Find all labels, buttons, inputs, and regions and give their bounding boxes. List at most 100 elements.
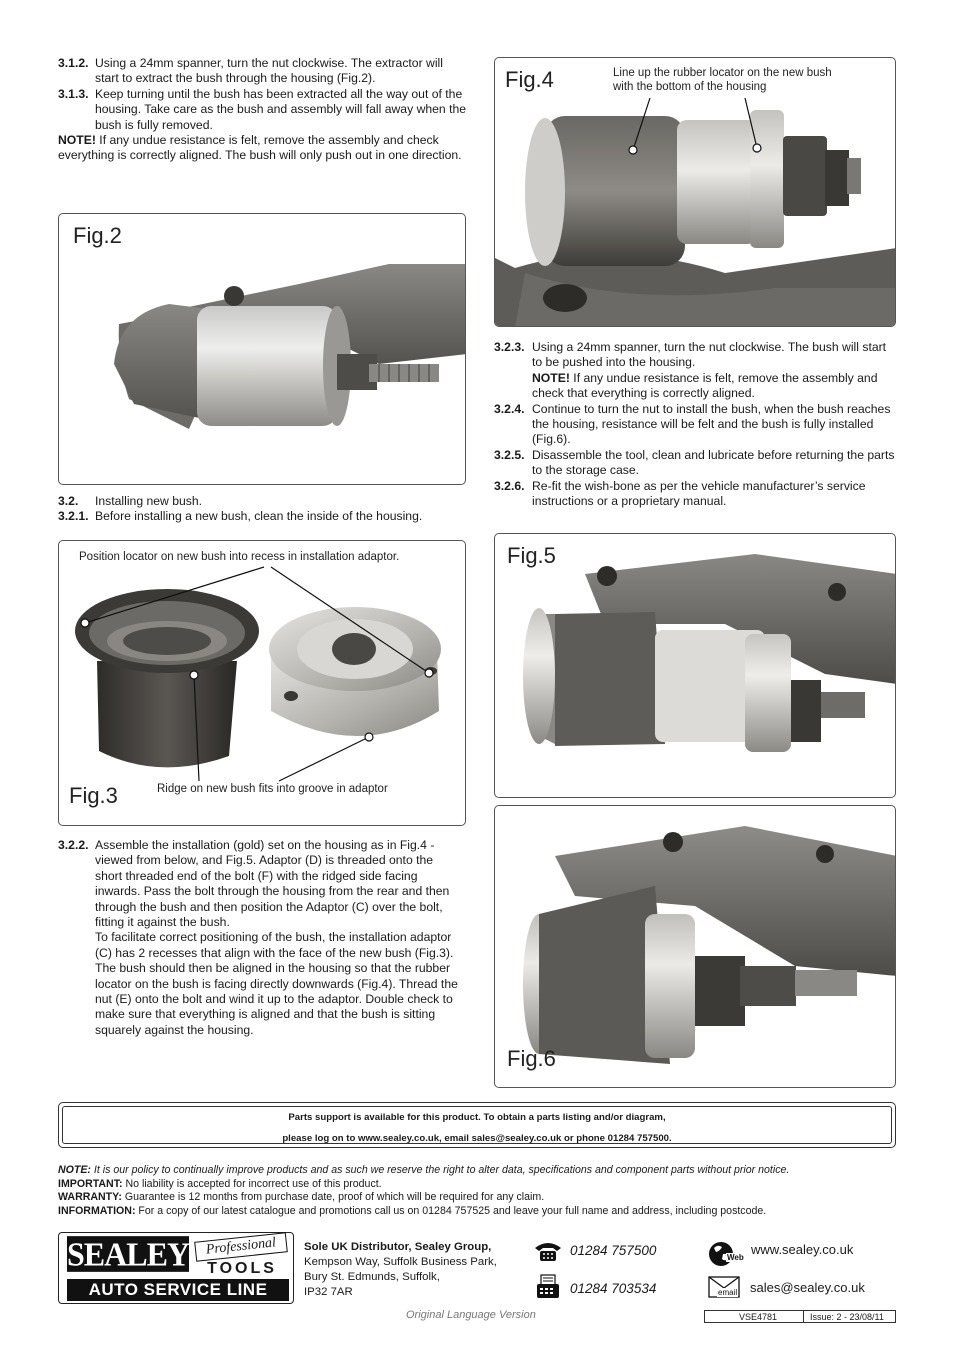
fig4-photo: [495, 97, 895, 326]
step-text: To facilitate correct positioning of the…: [95, 930, 458, 1037]
step-text: Using a 24mm spanner, turn the nut clock…: [532, 340, 887, 370]
important-line: IMPORTANT: No liability is accepted for …: [58, 1178, 898, 1192]
phone-number: 01284 757500: [570, 1243, 657, 1258]
note-line-label: INFORMATION:: [58, 1204, 136, 1217]
globe-icon: Web: [708, 1240, 746, 1268]
distributor-line: Kempson Way, Suffolk Business Park,: [304, 1256, 497, 1268]
web-icon-label: Web: [726, 1253, 745, 1262]
section-3-2: 3.2. Installing new bush. 3.2.1. Before …: [58, 494, 468, 525]
step-text: Disassemble the tool, clean and lubricat…: [532, 447, 895, 478]
email-link[interactable]: sales@sealey.co.uk: [750, 1280, 865, 1295]
step-text: Installing new bush.: [95, 494, 203, 508]
step-number: 3.2.1.: [58, 509, 89, 524]
document-code: VSE4781: [739, 1312, 778, 1322]
step-number: 3.2.6.: [494, 478, 525, 493]
legal-notes: NOTE: It is our policy to continually im…: [58, 1164, 898, 1218]
fig5-label: Fig.5: [507, 543, 556, 568]
logo-professional: Professional: [194, 1232, 288, 1262]
step-number: 3.1.2.: [58, 56, 89, 70]
fig3-box: Position locator on new bush into recess…: [58, 540, 466, 826]
fig2-label: Fig.2: [73, 223, 122, 248]
distributor-line: Bury St. Edmunds, Suffolk,: [304, 1271, 440, 1283]
fig4-caption: Line up the rubber locator on the new bu…: [613, 67, 832, 93]
step-3-2-2: 3.2.2. Assemble the installation (gold) …: [58, 838, 462, 1038]
note-text: If any undue resistance is felt, remove …: [58, 133, 462, 163]
fax-number: 01284 703534: [570, 1281, 657, 1296]
logo-line: AUTO SERVICE LINE: [67, 1279, 289, 1301]
fig2-box: Fig.2: [58, 213, 466, 485]
step-3-1-2: 3.1.2. Using a 24mm spanner, turn the nu…: [58, 56, 468, 87]
fig3-caption-bottom: Ridge on new bush fits into groove in ad…: [157, 783, 388, 795]
step-text: Re-fit the wish-bone as per the vehicle …: [532, 478, 866, 509]
fig6-photo: [523, 826, 895, 1064]
email-icon-label: email: [717, 1288, 739, 1297]
parts-support-inner: [62, 1106, 892, 1144]
step-text: Keep turning until the bush has been ext…: [95, 86, 467, 132]
code-divider: [803, 1311, 804, 1322]
parts-support-line-2: please log on to www.sealey.co.uk, email…: [282, 1133, 672, 1144]
step-number: 3.1.3.: [58, 86, 89, 101]
website-link[interactable]: www.sealey.co.uk: [751, 1242, 854, 1257]
fig4-box: Fig.4 Line up the rubber locator on the …: [494, 57, 896, 327]
distributor-line: IP32 7AR: [304, 1286, 353, 1298]
note-line: NOTE: It is our policy to continually im…: [58, 1164, 898, 1178]
step-number: 3.2.5.: [494, 447, 525, 462]
step-number: 3.2.3.: [494, 340, 525, 354]
fig6-box: Fig.6: [494, 805, 896, 1088]
step-text: Using a 24mm spanner, turn the nut clock…: [95, 56, 443, 86]
document-code-box: VSE4781 Issue: 2 - 23/08/11: [704, 1310, 896, 1323]
step-3-2-3: 3.2.3. Using a 24mm spanner, turn the nu…: [494, 340, 896, 402]
distributor-title: Sole UK Distributor, Sealey Group,: [304, 1241, 492, 1253]
note-line-text: No liability is accepted for incorrect u…: [122, 1177, 382, 1190]
fig2-photo: [114, 264, 465, 429]
distributor-address: Sole UK Distributor, Sealey Group, Kemps…: [304, 1240, 497, 1300]
email-icon: email: [708, 1276, 740, 1298]
step-note: NOTE! If any undue resistance is felt, r…: [532, 371, 896, 402]
note-label: NOTE!: [58, 133, 96, 148]
step-3-1-3: 3.1.3. Keep turning until the bush has b…: [58, 87, 468, 133]
note-line-text: It is our policy to continually improve …: [90, 1164, 790, 1176]
step-text-block: Using a 24mm spanner, turn the nut clock…: [532, 340, 896, 402]
step-3-2-5: 3.2.5. Disassemble the tool, clean and l…: [494, 448, 896, 479]
step-number: 3.2.: [58, 494, 79, 508]
fig5-photo: [523, 554, 895, 752]
note-line-text: For a copy of our latest catalogue and p…: [135, 1204, 767, 1217]
logo-tools: TOOLS: [207, 1260, 277, 1277]
issue-date: Issue: 2 - 23/08/11: [810, 1312, 884, 1322]
step-number: 3.2.4.: [494, 401, 525, 416]
step-text-block: Assemble the installation (gold) set on …: [95, 838, 462, 1038]
fig3-photo: [75, 566, 441, 782]
step-text: Before installing a new bush, clean the …: [95, 509, 423, 524]
note-line-text: Guarantee is 12 months from purchase dat…: [121, 1191, 545, 1203]
fax-icon: [535, 1274, 561, 1300]
fig4-label: Fig.4: [505, 67, 554, 92]
parts-support-box: Parts support is available for this prod…: [58, 1102, 896, 1148]
note-label: NOTE!: [532, 370, 570, 385]
phone-icon: [533, 1240, 563, 1262]
step-3-2-6: 3.2.6. Re-fit the wish-bone as per the v…: [494, 479, 896, 510]
step-text: Assemble the installation (gold) set on …: [95, 838, 450, 930]
step-number: 3.2.2.: [58, 838, 89, 852]
sealey-logo: SEALEY Professional TOOLS AUTO SERVICE L…: [58, 1232, 294, 1304]
parts-support-line-1: Parts support is available for this prod…: [288, 1112, 666, 1123]
note-line-label: WARRANTY:: [58, 1191, 122, 1203]
step-3-2-4: 3.2.4. Continue to turn the nut to insta…: [494, 402, 896, 448]
step-3-2-2-row: 3.2.2. Assemble the installation (gold) …: [58, 838, 462, 1038]
fig3-caption-top: Position locator on new bush into recess…: [79, 551, 400, 563]
information-line: INFORMATION: For a copy of our latest ca…: [58, 1205, 898, 1219]
right-steps: 3.2.3. Using a 24mm spanner, turn the nu…: [494, 340, 896, 509]
original-language-label: Original Language Version: [406, 1309, 536, 1321]
warranty-line: WARRANTY: Guarantee is 12 months from pu…: [58, 1191, 898, 1205]
step-3-2-1: 3.2.1. Before installing a new bush, cle…: [58, 509, 468, 524]
fig6-label: Fig.6: [507, 1046, 556, 1071]
step-text: Continue to turn the nut to install the …: [532, 401, 891, 447]
fig3-label: Fig.3: [69, 783, 118, 808]
fig5-box: Fig.5: [494, 533, 896, 798]
note-line-label: IMPORTANT:: [58, 1177, 123, 1190]
note-paragraph: NOTE! If any undue resistance is felt, r…: [58, 133, 468, 164]
note-text: If any undue resistance is felt, remove …: [532, 370, 878, 401]
step-3-2: 3.2. Installing new bush.: [58, 494, 468, 509]
intro-steps: 3.1.2. Using a 24mm spanner, turn the nu…: [58, 56, 468, 164]
logo-brand: SEALEY: [67, 1235, 190, 1273]
note-line-label: NOTE:: [58, 1164, 91, 1176]
